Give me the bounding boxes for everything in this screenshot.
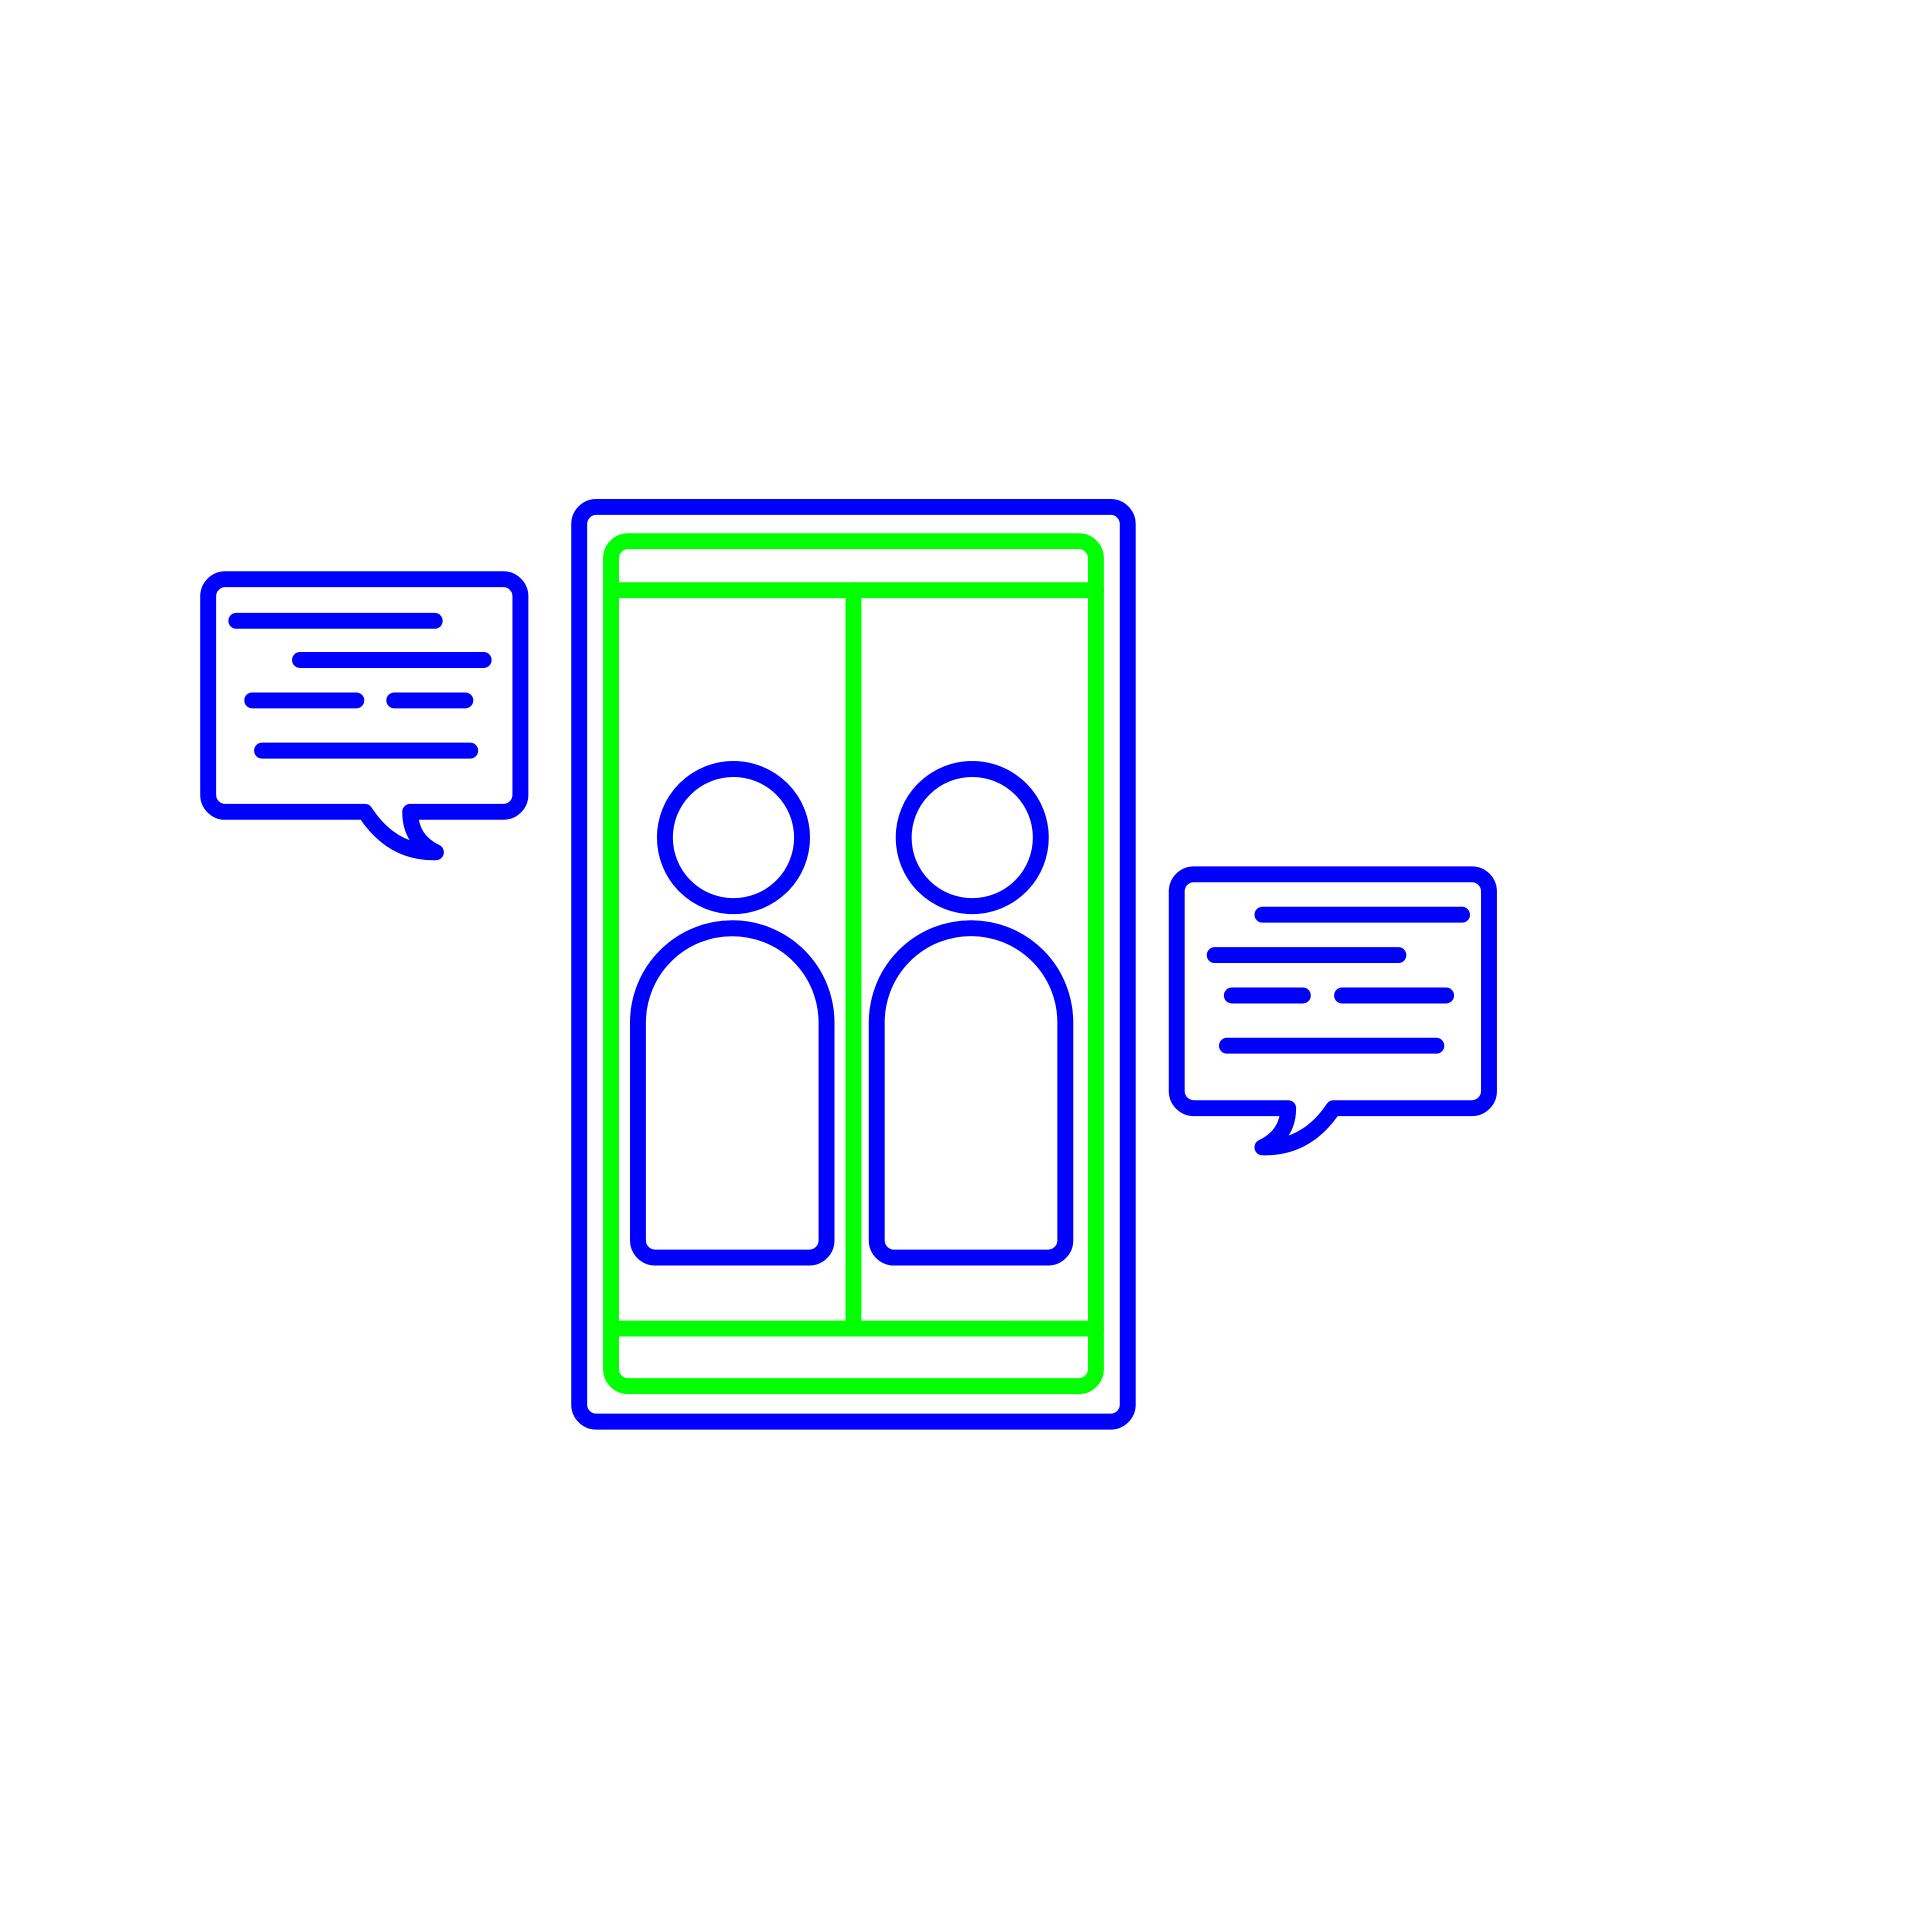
screen [603,533,1104,1395]
device-frame [571,498,1136,1430]
chat-bubble-left-icon [200,571,529,861]
participant-right-icon [868,761,1074,1266]
participant-left-icon [630,761,835,1266]
chat-bubble-right-icon [1168,866,1497,1156]
